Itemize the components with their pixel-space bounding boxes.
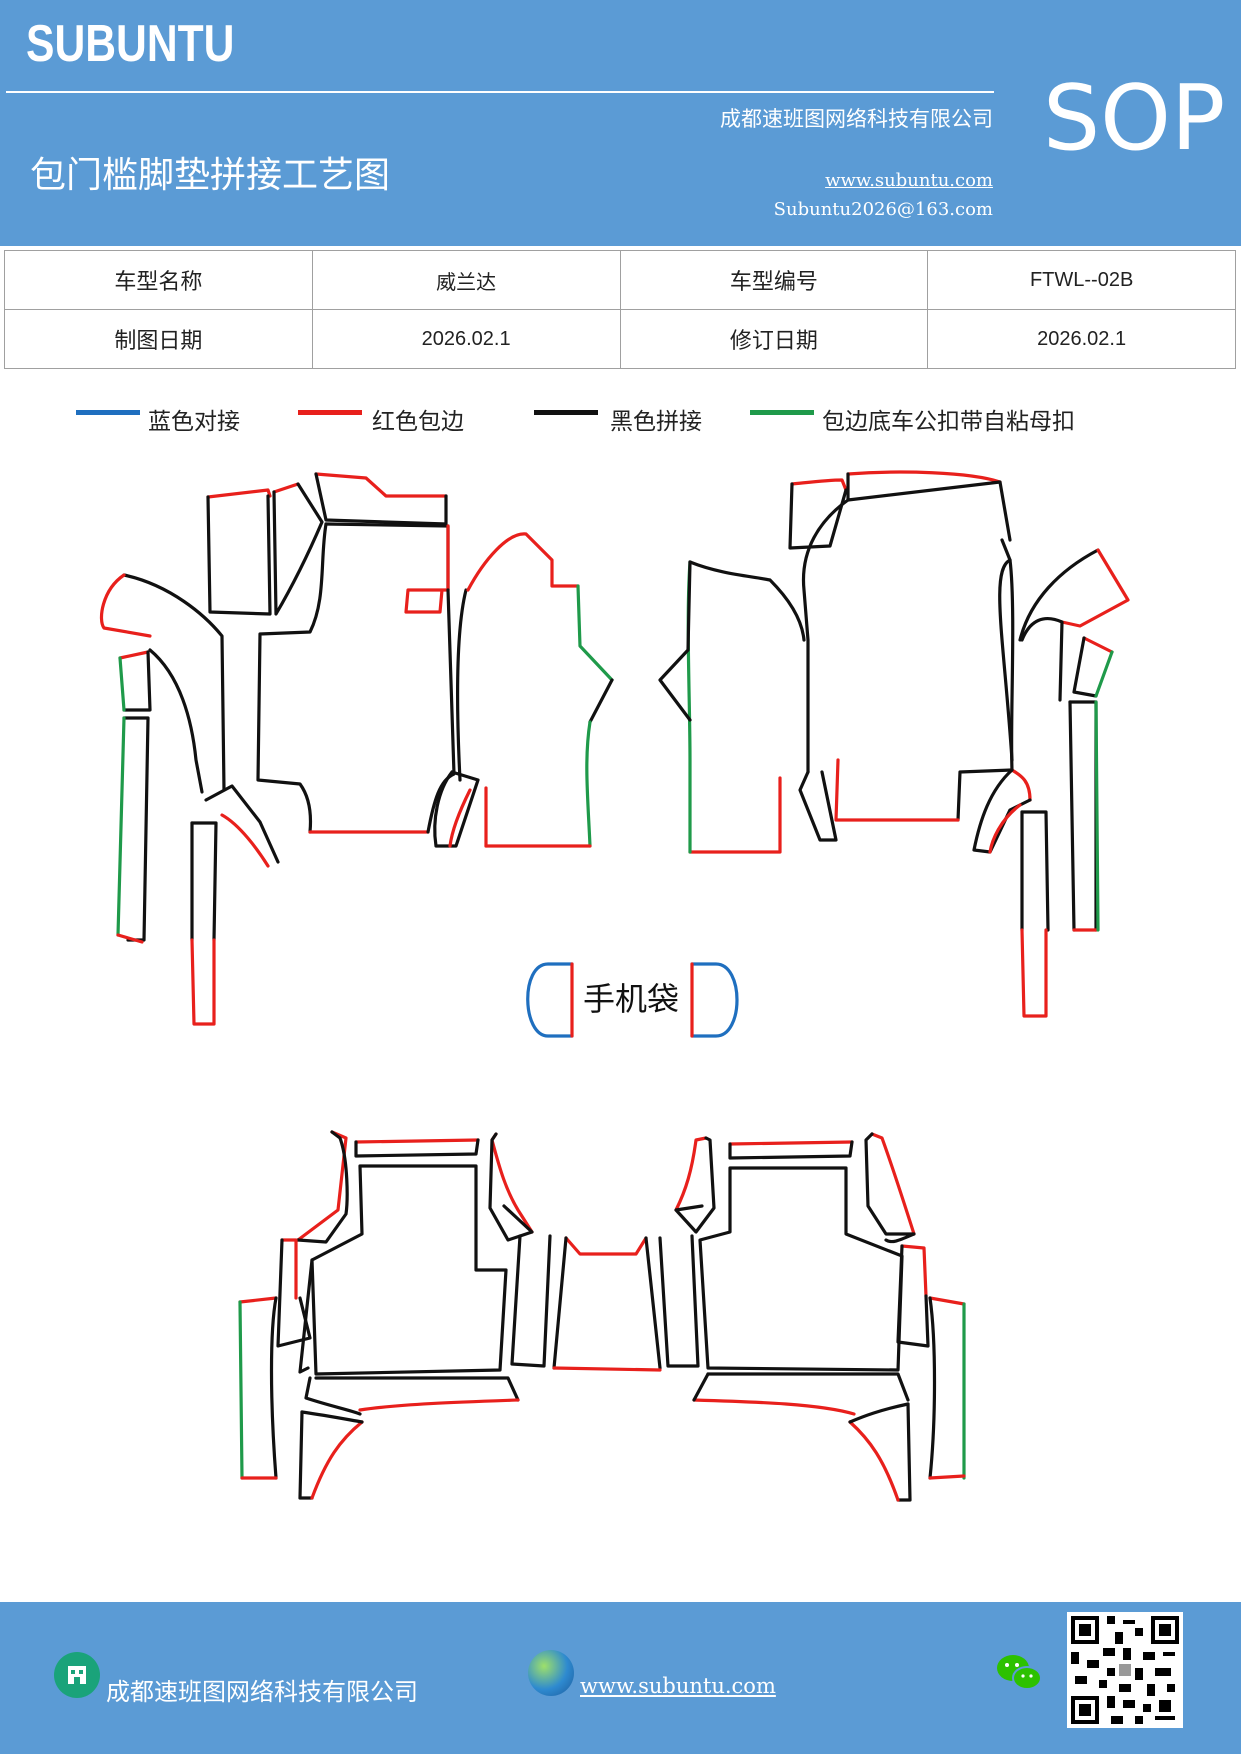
legend-label: 红色包边 [372,409,464,435]
legend-label: 黑色拼接 [610,409,702,435]
qr-code [1067,1612,1183,1728]
globe-icon [528,1650,574,1696]
value-drawing-date: 2026.02.1 [311,309,621,369]
legend-swatch-blue [76,410,140,415]
footer-company-name: 成都速班图网络科技有限公司 [106,1678,418,1706]
sop-label: SOP [1043,66,1226,171]
legend-swatch-red [298,410,362,415]
front-right-pieces [658,470,1130,1018]
header-website-link[interactable]: www.subuntu.com [825,170,993,191]
value-model-name: 威兰达 [311,250,621,310]
label-drawing-date: 制图日期 [4,309,313,369]
table-row: 车型名称 威兰达 车型编号 FTWL--02B [4,250,1236,310]
legend-swatch-black [534,410,598,415]
header-band [0,0,1241,246]
rear-left-pieces [238,1130,552,1500]
rear-right-pieces [674,1132,966,1502]
header-email: Subuntu2026@163.com [773,199,993,220]
wechat-icon[interactable] [995,1650,1045,1696]
value-model-code: FTWL--02B [927,250,1236,310]
rear-center-piece [552,1234,700,1372]
legend-label: 蓝色对接 [148,409,240,435]
building-icon [54,1652,100,1698]
header-divider [6,91,994,93]
label-revision-date: 修订日期 [619,309,929,369]
label-model-code: 车型编号 [619,250,929,310]
phone-bag-label: 手机袋 [583,980,679,1018]
document-title: 包门槛脚垫拼接工艺图 [30,155,391,196]
table-row: 制图日期 2026.02.1 修订日期 2026.02.1 [4,309,1236,369]
legend-label: 包边底车公扣带自粘母扣 [822,409,1075,435]
footer-website-link[interactable]: www.subuntu.com [580,1674,776,1698]
vehicle-info-table: 车型名称 威兰达 车型编号 FTWL--02B 制图日期 2026.02.1 修… [4,250,1236,369]
phone-bag [526,962,739,1038]
brand-logo: SUBUNTU [26,15,235,73]
header-company-name: 成都速班图网络科技有限公司 [720,107,993,131]
value-revision-date: 2026.02.1 [927,309,1236,369]
front-left-pieces [99,472,614,1026]
label-model-name: 车型名称 [4,250,313,310]
legend-swatch-green [750,410,814,415]
